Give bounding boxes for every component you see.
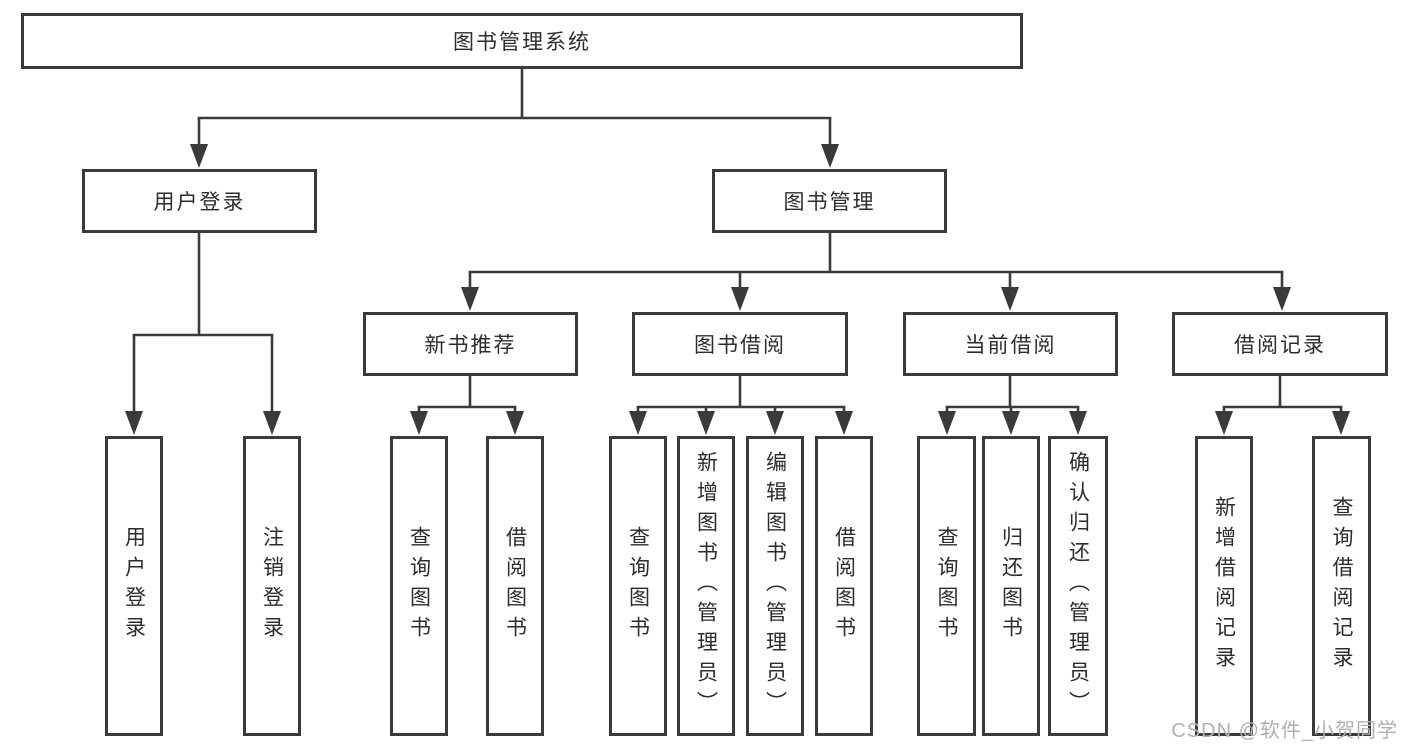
node-library-system-label: 图书管理系统	[453, 31, 591, 54]
node-confirm-return-admin: 确认归还（管理员）	[1048, 436, 1108, 736]
node-book-management: 图书管理	[712, 169, 947, 233]
node-new-book-recommend-label: 新书推荐	[424, 334, 517, 357]
node-add-books-admin-label: 新增图书（管理员）	[694, 451, 718, 721]
connector-user-login-children	[125, 233, 281, 435]
node-user-login-label: 用户登录	[153, 191, 246, 214]
connector-book-management-children	[461, 233, 1291, 311]
node-add-books-admin: 新增图书（管理员）	[677, 436, 735, 736]
node-borrow-books-recommend-label: 借阅图书	[503, 526, 527, 646]
node-book-management-label: 图书管理	[783, 191, 876, 214]
csdn-watermark: CSDN @软件_小贺同学	[1171, 720, 1398, 742]
node-return-books: 归还图书	[982, 436, 1040, 736]
node-current-borrowing: 当前借阅	[903, 312, 1118, 376]
node-query-books-recommend-label: 查询图书	[407, 526, 431, 646]
node-query-books-current-label: 查询图书	[935, 526, 958, 646]
node-logout-action-label: 注销登录	[260, 526, 284, 646]
node-query-borrow-record-label: 查询借阅记录	[1330, 496, 1353, 676]
connector-current-borrowing-children	[938, 376, 1087, 435]
node-add-borrow-record-label: 新增借阅记录	[1212, 496, 1236, 676]
node-book-borrowing: 图书借阅	[632, 312, 848, 376]
node-query-books-borrowing-label: 查询图书	[626, 526, 650, 646]
node-query-books-borrowing: 查询图书	[609, 436, 667, 736]
node-borrow-books-borrowing-label: 借阅图书	[832, 526, 856, 646]
connector-new-book-recommend-children	[410, 376, 524, 435]
node-borrowing-records: 借阅记录	[1172, 312, 1388, 376]
connector-borrowing-records-children	[1215, 376, 1350, 435]
node-book-borrowing-label: 图书借阅	[694, 334, 786, 357]
node-query-books-recommend: 查询图书	[390, 436, 448, 736]
node-confirm-return-admin-label: 确认归还（管理员）	[1066, 451, 1090, 721]
connector-root-to-level2	[190, 69, 839, 168]
node-add-borrow-record: 新增借阅记录	[1195, 436, 1253, 736]
node-borrowing-records-label: 借阅记录	[1234, 334, 1326, 357]
node-edit-books-admin: 编辑图书（管理员）	[746, 436, 804, 736]
node-user-login-action: 用户登录	[105, 436, 163, 736]
node-return-books-label: 归还图书	[999, 526, 1023, 646]
connector-book-borrowing-children	[629, 376, 853, 435]
node-user-login: 用户登录	[82, 169, 317, 233]
node-borrow-books-recommend: 借阅图书	[486, 436, 544, 736]
node-user-login-action-label: 用户登录	[122, 526, 146, 646]
node-borrow-books-borrowing: 借阅图书	[815, 436, 873, 736]
node-current-borrowing-label: 当前借阅	[964, 334, 1057, 357]
node-library-system: 图书管理系统	[21, 13, 1023, 69]
node-new-book-recommend: 新书推荐	[363, 312, 578, 376]
node-query-borrow-record: 查询借阅记录	[1312, 436, 1371, 736]
node-logout-action: 注销登录	[243, 436, 301, 736]
node-edit-books-admin-label: 编辑图书（管理员）	[763, 451, 787, 721]
node-query-books-current: 查询图书	[917, 436, 976, 736]
